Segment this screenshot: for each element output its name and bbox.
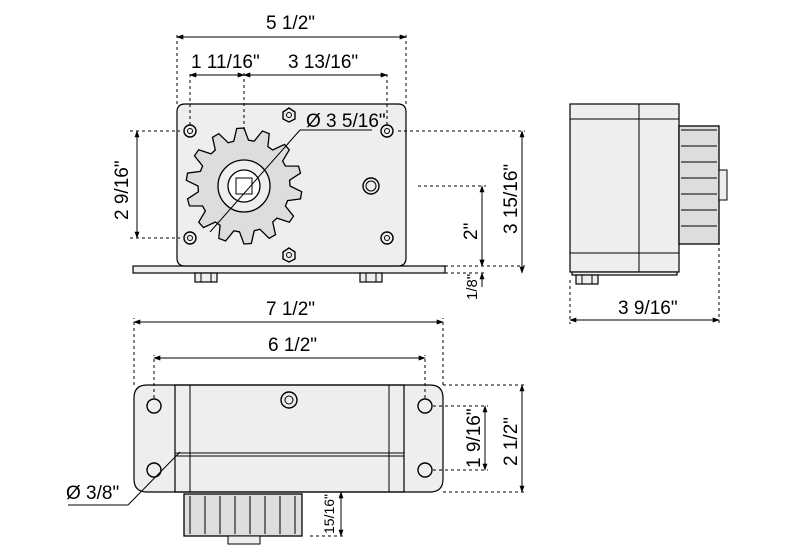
dim-hole-offset-left: 1 11/16" [191,52,260,73]
top-gear-body [183,493,303,537]
dim-height-left: 2 9/16" [112,160,133,220]
side-view: 3 9/16" [569,103,728,324]
top-view: 7 1/2" 6 1/2" Ø 3/8" 1 9/16" 2 1/2" 15/1… [66,299,525,545]
dim-side-depth: 3 9/16" [618,298,678,319]
top-hole-bl [146,462,162,478]
top-gear-shaft [227,535,261,545]
dim-gear-to-hole: 3 13/16" [288,52,358,73]
dim-base-holes: 6 1/2" [268,335,317,356]
front-vent-hole [362,177,380,195]
top-hole-br [417,462,433,478]
front-hex-bolts [282,107,296,263]
side-housing [569,103,680,273]
dim-gear-thickness: 15/16" [321,494,337,534]
dim-gear-diameter: Ø 3 5/16" [306,111,386,132]
side-bolt [575,274,599,285]
front-gear [185,127,303,245]
gear-bore [227,169,261,203]
top-base-plate [133,384,444,493]
dim-height-right: 3 15/16" [501,164,522,234]
dim-base-overall: 7 1/2" [266,299,315,320]
dim-base-width-inner: 1 9/16" [464,408,485,468]
front-bottom-bolts [194,272,383,283]
dim-overall-width-front: 5 1/2" [266,13,315,34]
top-hole-tr [417,398,433,414]
dim-plate-thickness: 1/8" [464,274,481,300]
front-view: 5 1/2" 1 11/16" 3 13/16" Ø 3 5/16" 2 9/1… [112,13,525,300]
front-base-plate [132,265,446,274]
top-gear [183,493,303,545]
dim-base-width: 2 1/2" [501,417,522,466]
top-hole-tl [146,398,162,414]
dim-base-hole-dia: Ø 3/8" [66,483,119,504]
side-gear [678,125,728,245]
dim-height-two: 2" [461,223,482,240]
side-gear-shaft [718,169,728,201]
